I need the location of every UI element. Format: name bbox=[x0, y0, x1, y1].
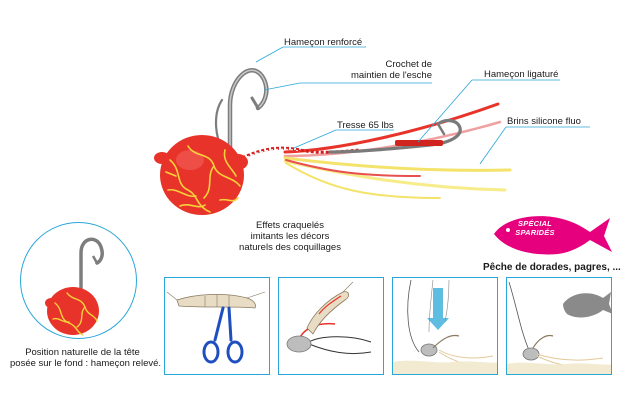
braid-line bbox=[237, 146, 361, 162]
main-hook bbox=[214, 68, 269, 153]
badge-line1: SPÉCIAL bbox=[518, 219, 552, 228]
callout-lines bbox=[255, 46, 590, 165]
scissors-icon bbox=[202, 306, 244, 364]
sparides-badge bbox=[494, 216, 612, 255]
target-fish-text: Pêche de dorades, pagres, ... bbox=[483, 262, 621, 273]
effects-line3: naturels des coquillages bbox=[239, 242, 341, 253]
callout-hook-reinforced: Hameçon renforcé bbox=[284, 37, 363, 48]
silicone-strands bbox=[283, 102, 512, 199]
badge-line2: SPARIDÉS bbox=[515, 228, 555, 237]
callout-bait-hook-line1: Crochet de bbox=[385, 59, 432, 70]
inset-caption-line1: Position naturelle de la tête bbox=[25, 347, 140, 358]
inset-caption-line2: posée sur le fond : hameçon relevé. bbox=[10, 358, 162, 369]
effects-line1: Effets craquelés bbox=[256, 220, 324, 231]
callout-braid: Tresse 65 lbs bbox=[337, 120, 394, 131]
inset-natural-position bbox=[20, 222, 137, 339]
callout-tied-hook: Hameçon ligaturé bbox=[484, 69, 559, 80]
callout-silicone-strands: Brins silicone fluo bbox=[507, 116, 581, 127]
shrimp-icon bbox=[166, 291, 266, 309]
hook-binding bbox=[395, 140, 443, 146]
panel-sinking-lure bbox=[392, 277, 498, 375]
jig-head bbox=[154, 135, 248, 215]
callout-bait-hook-line2: maintien de l'esche bbox=[350, 70, 432, 81]
panel-shrimp-scissors bbox=[164, 277, 270, 375]
inset-lure-upright bbox=[45, 237, 104, 336]
panel-shrimp-on-lure bbox=[278, 277, 384, 375]
down-arrow-icon bbox=[427, 288, 449, 330]
fish-silhouette-icon bbox=[563, 292, 611, 318]
panel-fish-strike bbox=[506, 277, 612, 375]
shrimp-on-hook-illustration bbox=[286, 281, 372, 355]
fish-silhouette-icon bbox=[494, 216, 612, 255]
tied-hook bbox=[328, 118, 462, 154]
effects-line2: imitants les décors bbox=[250, 231, 330, 242]
